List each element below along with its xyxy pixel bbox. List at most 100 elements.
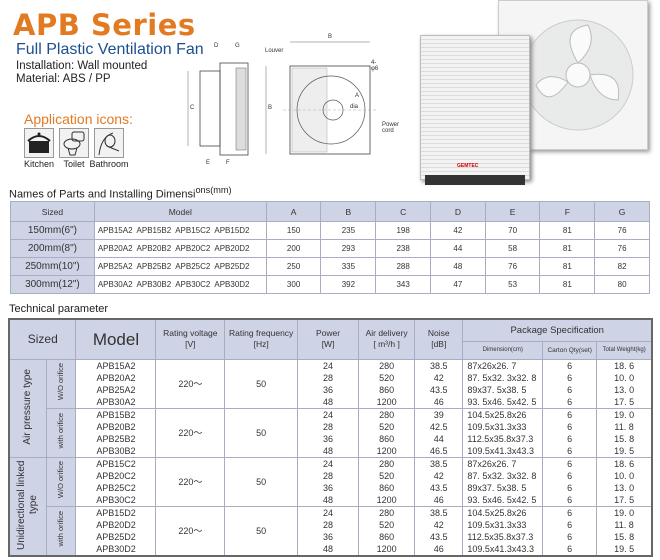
dim-label-b-side: B: [268, 105, 273, 111]
dimension-cell: 288: [375, 257, 432, 276]
model: APB30C2: [96, 494, 136, 505]
model: APB25D2: [96, 531, 136, 542]
header-dimension: Dimension(cm): [462, 340, 544, 360]
frequency-cell: 50: [224, 456, 299, 507]
total-weight: 19. 5: [614, 543, 635, 554]
dimension-cell: 76: [594, 239, 650, 258]
header-voltage: Rating voltage[V]: [155, 318, 226, 360]
noise: 42.5: [430, 421, 448, 432]
dimension: 109.5x31.3x33: [467, 421, 527, 432]
dimension: 109.5x41.3x43.3: [467, 445, 534, 456]
size-cell: 300mm(12"): [10, 275, 95, 294]
dimension-cell: 81: [539, 257, 596, 276]
dimension-cell: 42: [430, 221, 486, 240]
power-label: Power: [316, 328, 341, 339]
dims-header-5: D: [430, 201, 486, 222]
dimension-cell: 250: [265, 257, 322, 276]
total-weight: 18. 6: [614, 458, 635, 469]
power: 36: [323, 384, 334, 395]
carton-qty: 6: [567, 372, 573, 383]
models-cell: APB20A2 APB20B2 APB20C2 APB20D2: [93, 239, 267, 258]
toilet-icon: [59, 128, 89, 158]
model: APB30A2: [96, 396, 136, 407]
air-unit: [ m³/h ]: [373, 339, 400, 350]
dimension: 89x37. 5x38. 5: [467, 482, 527, 493]
air-delivery: 520: [379, 519, 395, 530]
noise: 38.5: [430, 507, 448, 518]
dimension-cell: 293: [320, 239, 377, 258]
dimension-cell: 81: [539, 221, 596, 240]
carton-qty: 6: [567, 507, 573, 518]
subtype-cell: with orifice: [45, 505, 77, 556]
total-weight: 19. 5: [614, 445, 635, 456]
header-air-delivery: Air delivery[ m³/h ]: [357, 318, 416, 360]
dimension: 87. 5x32. 3x32. 8: [467, 470, 537, 481]
bathroom-label: Bathroom: [89, 159, 129, 169]
noise: 43.5: [430, 482, 448, 493]
type-cell: Air pressure type: [8, 358, 47, 458]
dimension: 87. 5x32. 3x32. 8: [467, 372, 537, 383]
dim-label-f: F: [226, 160, 230, 166]
power: 24: [323, 409, 334, 420]
carton-qty: 6: [567, 433, 573, 444]
subtype-label: W/O orifice: [56, 461, 66, 499]
power: 28: [323, 519, 334, 530]
air-delivery: 280: [379, 458, 395, 469]
carton-qty: 6: [567, 445, 573, 456]
noise: 42: [433, 519, 444, 530]
voltage-cell: 220～: [155, 358, 226, 409]
dimension-cell: 238: [375, 239, 432, 258]
total-weight: 19. 0: [614, 507, 635, 518]
power: 48: [323, 396, 334, 407]
total-weight: 11. 8: [614, 519, 634, 530]
model: APB20A2: [96, 372, 136, 383]
dimension-cell: 82: [594, 257, 650, 276]
type-label: Air pressure type: [22, 368, 33, 445]
total-weight: 10. 0: [614, 470, 635, 481]
total-weight: 19. 0: [614, 409, 635, 420]
dimension: 104.5x25.8x26: [467, 409, 527, 420]
dia-label: dia: [350, 104, 359, 110]
toilet-label: Toilet: [63, 159, 85, 169]
air-label: Air delivery: [365, 328, 408, 339]
subtype-label: W/O orifice: [56, 363, 66, 401]
header-carton: Carton Qty(set): [542, 340, 598, 360]
total-weight: 17. 5: [614, 396, 635, 407]
material-text: Material: ABS / PP: [16, 73, 111, 85]
dimension-cell: 58: [484, 239, 541, 258]
model: APB15B2: [96, 409, 136, 420]
model: APB20B2: [96, 421, 136, 432]
carton-qty: 6: [567, 409, 573, 420]
shower-icon: [94, 128, 124, 158]
brand-logo: GEMTEC: [457, 163, 479, 169]
frequency-cell: 50: [224, 358, 299, 409]
dimension-cell: 47: [430, 275, 486, 294]
dimension-cell: 335: [320, 257, 377, 276]
total-weight: 17. 5: [614, 494, 635, 505]
dimension-cell: 198: [375, 221, 432, 240]
power: 24: [323, 360, 334, 371]
models-cell: APB25A2 APB25B2 APB25C2 APB25D2: [93, 257, 267, 276]
noise: 44: [433, 433, 444, 444]
dimensions-title-text: Names of Parts and Installing Dimensi: [9, 188, 196, 201]
total-weight: 13. 0: [614, 384, 635, 395]
dims-header-0: Sized: [10, 201, 95, 222]
dimension-cell: 48: [430, 257, 486, 276]
dim-label-d: D: [214, 43, 219, 49]
air-delivery: 1200: [376, 543, 397, 554]
dimension: 109.5x31.3x33: [467, 519, 527, 530]
